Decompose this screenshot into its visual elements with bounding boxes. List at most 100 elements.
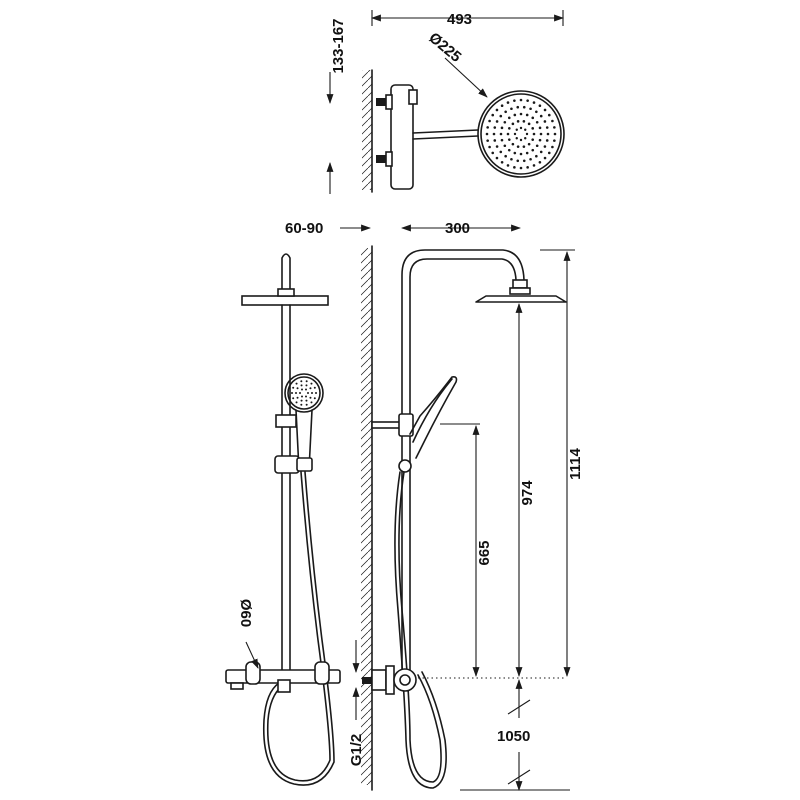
nozzle-dot (485, 132, 489, 136)
rain-head-front (241, 295, 329, 306)
nozzle-dot (531, 148, 535, 152)
nozzle-dot (493, 126, 497, 129)
nozzle-dot (507, 138, 511, 141)
thermostat-body-top (390, 84, 414, 190)
nozzle-dot (300, 403, 303, 406)
nozzle-dot (507, 148, 511, 152)
dimension-133-167-label: 133-167 (330, 18, 347, 73)
nozzle-dot (525, 151, 529, 155)
nozzle-dot (531, 127, 535, 130)
nozzle-dot (292, 386, 295, 389)
nozzle-dot (315, 392, 317, 394)
dimension-60-90-label: 60-90 (285, 220, 323, 237)
nozzle-dot (305, 395, 307, 398)
nozzle-dot (499, 150, 503, 154)
nozzle-dot (511, 122, 515, 126)
nozzle-dot (543, 120, 547, 123)
front-view: Ø60 (225, 253, 341, 786)
dimension-300-label: 300 (445, 220, 470, 237)
nozzle-dot (525, 113, 529, 117)
nozzle-dot (522, 120, 526, 123)
nozzle-dot (507, 116, 511, 120)
nozzle-dot (538, 138, 542, 142)
nozzle-dot (551, 119, 554, 123)
hand-shower-side (409, 376, 458, 459)
nozzle-dot (292, 397, 295, 400)
nozzle-dot (532, 132, 536, 136)
nozzle-dot (507, 127, 511, 130)
nozzle-dot (301, 388, 303, 391)
nozzle-dot (531, 138, 535, 141)
nozzle-dot (300, 380, 303, 383)
dimension-493-label: 493 (447, 11, 472, 28)
nozzle-dot (532, 164, 536, 167)
nozzle-dot (538, 126, 542, 130)
slider-front (274, 455, 300, 474)
nozzle-dot (300, 384, 303, 387)
nozzle-dot (519, 166, 523, 170)
nozzle-dot (519, 152, 523, 156)
dimension-974-label: 974 (519, 480, 536, 506)
dimension-thread-label: G1/2 (348, 734, 365, 767)
nozzle-dot (499, 132, 503, 136)
nozzle-dot (535, 120, 539, 124)
nozzle-dot (535, 144, 539, 148)
nozzle-dot (310, 382, 313, 385)
dimension-1050-label: 1050 (497, 728, 530, 745)
nozzle-dot (524, 128, 527, 131)
nozzle-dot (547, 113, 551, 117)
nozzle-dot (301, 395, 303, 398)
nozzle-dot (553, 132, 557, 136)
nozzle-dot (500, 104, 504, 108)
nozzle-dot (529, 107, 532, 111)
nozzle-dot (495, 156, 499, 160)
nozzle-dot (504, 110, 507, 114)
top-view: 493 133-167 Ø225 (326, 10, 565, 194)
nozzle-dot (495, 120, 499, 123)
nozzle-dot (510, 157, 513, 161)
nozzle-dot (513, 113, 517, 117)
nozzle-dot (526, 99, 529, 102)
nozzle-dot (299, 392, 301, 394)
nozzle-dot (488, 145, 491, 149)
nozzle-dot (525, 132, 529, 136)
nozzle-dot (535, 154, 538, 158)
nozzle-dot (516, 145, 520, 148)
nozzle-dot (305, 388, 307, 391)
nozzle-dot (543, 156, 547, 160)
dimension-665-label: 665 (476, 540, 493, 565)
nozzle-dot (535, 110, 538, 114)
nozzle-dot (305, 384, 308, 387)
nozzle-dot (313, 397, 316, 400)
nozzle-dot (543, 108, 547, 112)
nozzle-dot (492, 132, 496, 136)
side-view: 300 665 974 (348, 220, 584, 791)
nozzle-dot (545, 139, 549, 142)
nozzle-dot (310, 401, 313, 404)
nozzle-dot (491, 113, 495, 117)
nozzle-dot (300, 399, 303, 402)
nozzle-dot (539, 150, 543, 154)
nozzle-dot (516, 120, 520, 123)
nozzle-dot (295, 392, 297, 394)
nozzle-dot (510, 107, 513, 111)
shower-column-side (401, 249, 525, 671)
nozzle-dot (495, 145, 499, 148)
nozzle-dot (526, 166, 529, 169)
nozzle-dot (551, 145, 554, 149)
nozzle-dot (495, 108, 499, 112)
nozzle-dot (524, 137, 527, 140)
nozzle-dot (486, 139, 489, 142)
nozzle-dot (506, 164, 510, 167)
nozzle-dot (515, 137, 518, 140)
nozzle-dot (503, 144, 507, 148)
nozzle-dot (519, 112, 523, 116)
nozzle-dot (513, 151, 517, 155)
nozzle-dot (491, 151, 495, 155)
nozzle-dot (295, 382, 298, 385)
nozzle-dot (504, 154, 507, 158)
nozzle-dot (519, 126, 523, 130)
nozzle-dot (307, 392, 309, 394)
nozzle-dot (516, 159, 520, 163)
